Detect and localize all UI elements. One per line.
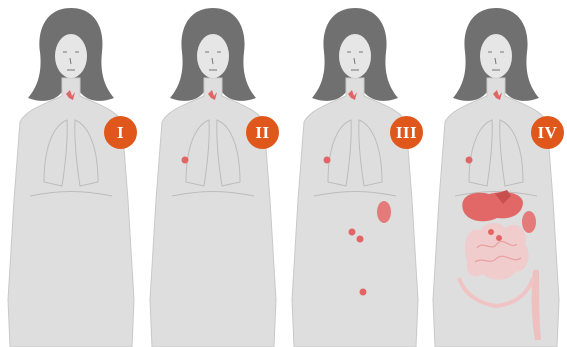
face (55, 34, 87, 78)
face (197, 34, 229, 78)
body-silhouette (0, 0, 142, 347)
stage-badge-3: III (390, 116, 423, 149)
stage-badge-1: I (104, 116, 137, 149)
body-silhouette (142, 0, 284, 347)
face (480, 34, 512, 78)
body-silhouette (284, 0, 426, 347)
figure-stage-3: III (284, 0, 426, 347)
stage-badge-4: IV (531, 116, 564, 149)
figure-stage-2: II (142, 0, 284, 347)
body-silhouette (425, 0, 567, 347)
face (339, 34, 371, 78)
figure-stage-1: I (0, 0, 142, 347)
figure-stage-4: IV (425, 0, 567, 347)
stage-badge-2: II (246, 116, 279, 149)
